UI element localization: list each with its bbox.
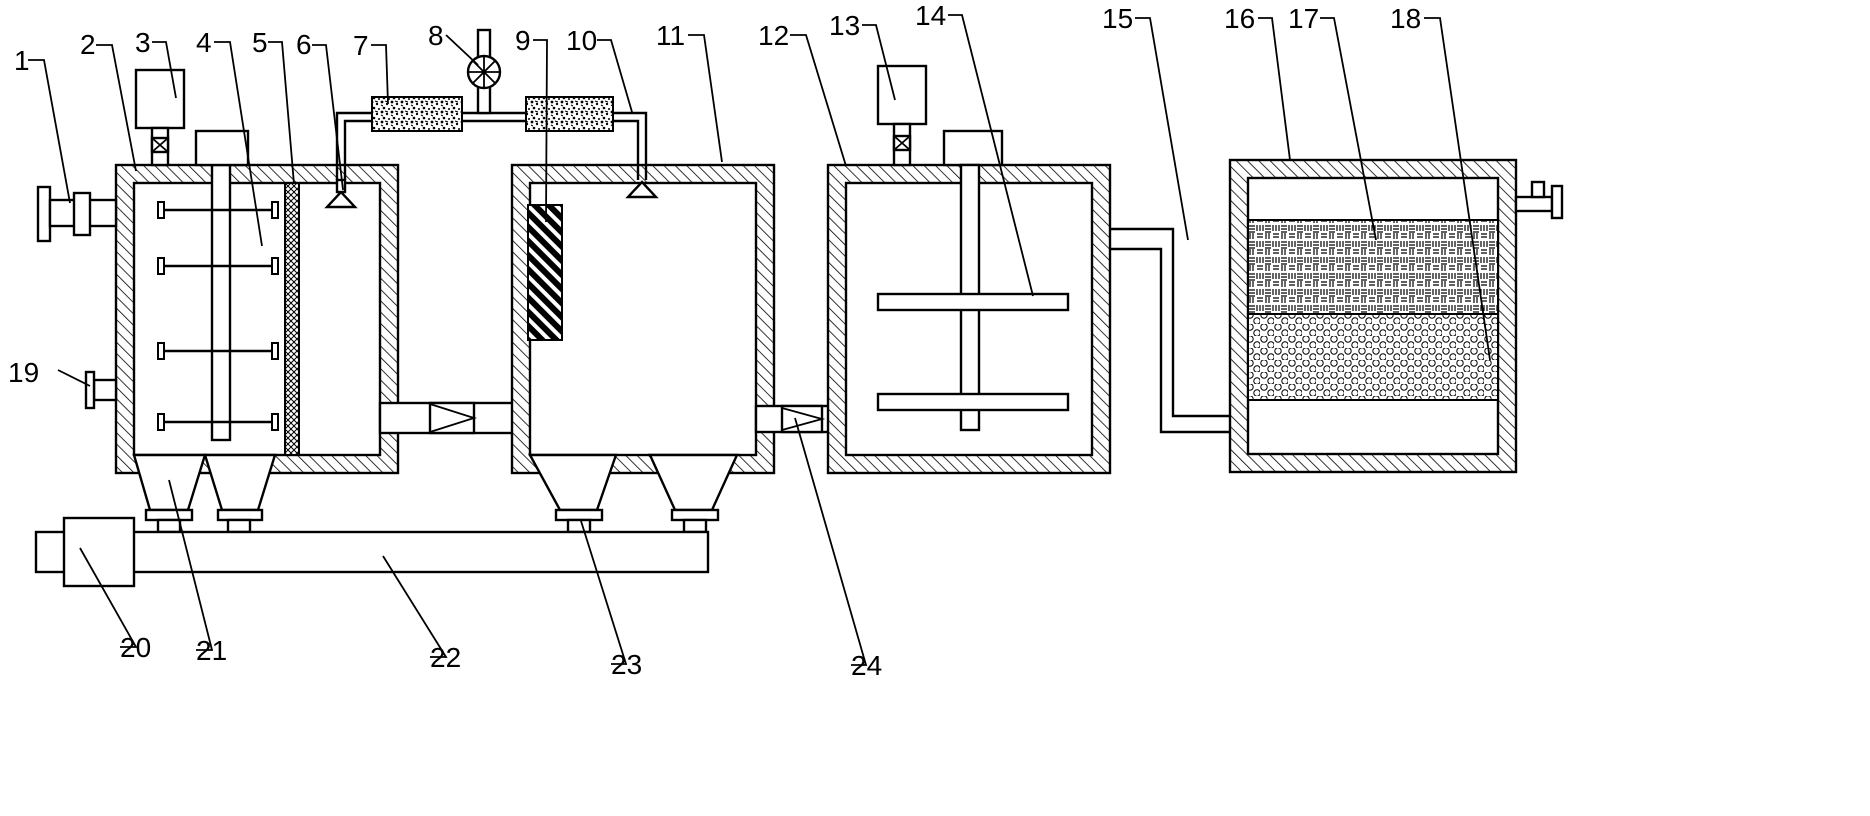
- filter-layer-lower: [1247, 313, 1499, 401]
- stirrer-shaft: [210, 163, 232, 442]
- callout-2: 2: [80, 29, 96, 60]
- callout-6: 6: [296, 29, 312, 60]
- stirrer-blade-upper: [876, 292, 1070, 312]
- callout-20: 20: [120, 632, 151, 663]
- motor-box: [194, 129, 250, 167]
- sludge-pump: [62, 516, 136, 588]
- callout-21: 21: [196, 635, 227, 666]
- filter-cartridge-1: [371, 96, 463, 132]
- sludge-pipe: [34, 516, 710, 588]
- leader-lines: [28, 14, 1491, 666]
- callout-5: 5: [252, 27, 268, 58]
- callout-7: 7: [353, 30, 369, 61]
- stirrer-paddles: [157, 201, 279, 431]
- callout-3: 3: [135, 27, 151, 58]
- side-valve: [84, 370, 118, 410]
- connecting-pipe-2: [754, 404, 850, 434]
- gas-recirculation-pipe: [324, 28, 659, 209]
- tank-3: [826, 64, 1112, 475]
- callout-17: 17: [1288, 3, 1319, 34]
- callout-9: 9: [515, 25, 531, 56]
- callout-18: 18: [1390, 3, 1421, 34]
- dosing-box-left: [134, 68, 186, 167]
- transfer-pipe: [1110, 227, 1232, 434]
- connecting-pipe-1: [378, 401, 516, 435]
- filter-screen: [284, 182, 300, 456]
- inlet-pipe: [36, 185, 118, 243]
- callout-10: 10: [566, 25, 597, 56]
- tank-4: [1228, 158, 1564, 474]
- filter-cartridge-2: [525, 96, 614, 132]
- filter-layer-upper: [1247, 219, 1499, 315]
- callout-24: 24: [851, 650, 882, 681]
- callout-23: 23: [611, 649, 642, 680]
- adsorption-block: [527, 204, 563, 341]
- callout-4: 4: [196, 27, 212, 58]
- callout-13: 13: [829, 10, 860, 41]
- callout-19: 19: [8, 357, 39, 388]
- nozzle-left: [324, 190, 358, 209]
- callout-14: 14: [915, 0, 946, 31]
- hoppers-right: [527, 453, 739, 534]
- callout-1: 1: [14, 45, 30, 76]
- callout-16: 16: [1224, 3, 1255, 34]
- callout-15: 15: [1102, 3, 1133, 34]
- stirrer-blade-lower: [876, 392, 1070, 412]
- outlet-valve: [1514, 180, 1564, 220]
- dosing-box-right: [876, 64, 928, 167]
- callout-8: 8: [428, 20, 444, 51]
- nozzle-right: [625, 180, 659, 199]
- callout-12: 12: [758, 20, 789, 51]
- callout-11: 11: [656, 20, 685, 51]
- callout-labels: 1 2 3 4 5 6 7 8 9 10 11 12 13 14 15 16 1…: [8, 0, 1421, 681]
- callout-22: 22: [430, 642, 461, 673]
- fan: [466, 28, 502, 115]
- tank-2: [510, 163, 776, 534]
